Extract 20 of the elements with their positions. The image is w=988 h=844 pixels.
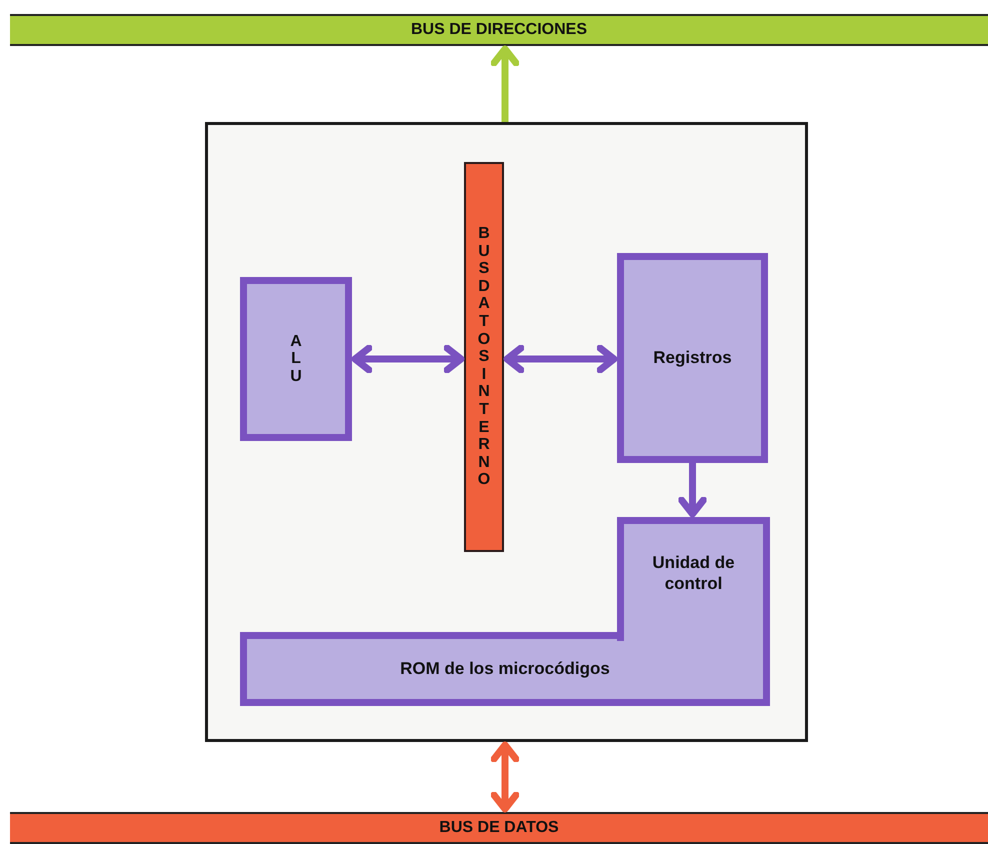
internal-bus-bar <box>464 162 504 552</box>
unit-box <box>617 517 770 641</box>
arrow <box>352 344 464 374</box>
unit-label: Registros <box>653 347 732 369</box>
unit-box <box>617 253 768 463</box>
arrow <box>490 742 520 812</box>
processor-frame <box>205 122 808 742</box>
arrow <box>678 463 707 518</box>
unit-box <box>240 277 352 441</box>
unit-label: Unidad de control <box>651 552 736 594</box>
unit-label: BUS DATOS INTERNO <box>478 225 490 489</box>
unit-label: ALU <box>290 332 302 386</box>
arrow <box>504 344 618 374</box>
arrow <box>490 46 520 122</box>
unit-label: BUS DE DATOS <box>439 818 559 838</box>
bus-bar <box>10 812 988 844</box>
unit-box <box>240 632 770 706</box>
unit-label: ROM de los microcódigos <box>400 658 610 680</box>
bus-bar <box>10 14 988 46</box>
unit-label: BUS DE DIRECCIONES <box>410 20 588 40</box>
